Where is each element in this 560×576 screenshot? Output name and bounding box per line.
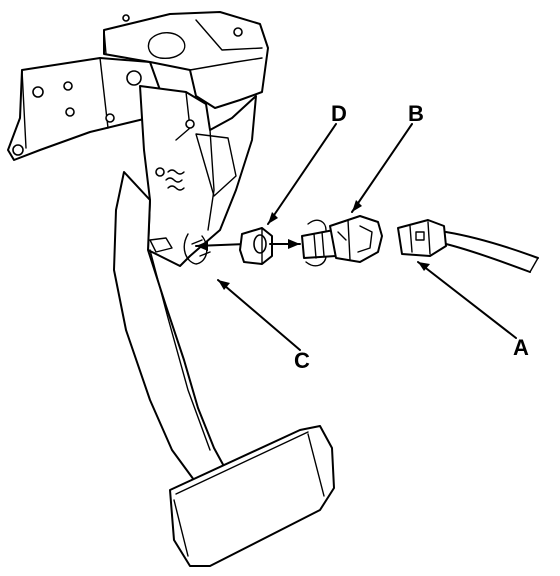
assembly-arrow <box>195 241 247 251</box>
leader-lines <box>217 123 517 351</box>
pedal-bracket <box>7 11 269 267</box>
callout-c: C <box>294 348 310 373</box>
callout-d: D <box>331 101 347 126</box>
pedal-pad <box>169 425 335 567</box>
callout-a: A <box>513 335 529 360</box>
callout-b: B <box>408 101 424 126</box>
connector <box>397 219 539 273</box>
brake-switch <box>301 215 383 267</box>
adjusting-nut <box>239 227 273 265</box>
insert-arrow <box>269 239 301 249</box>
